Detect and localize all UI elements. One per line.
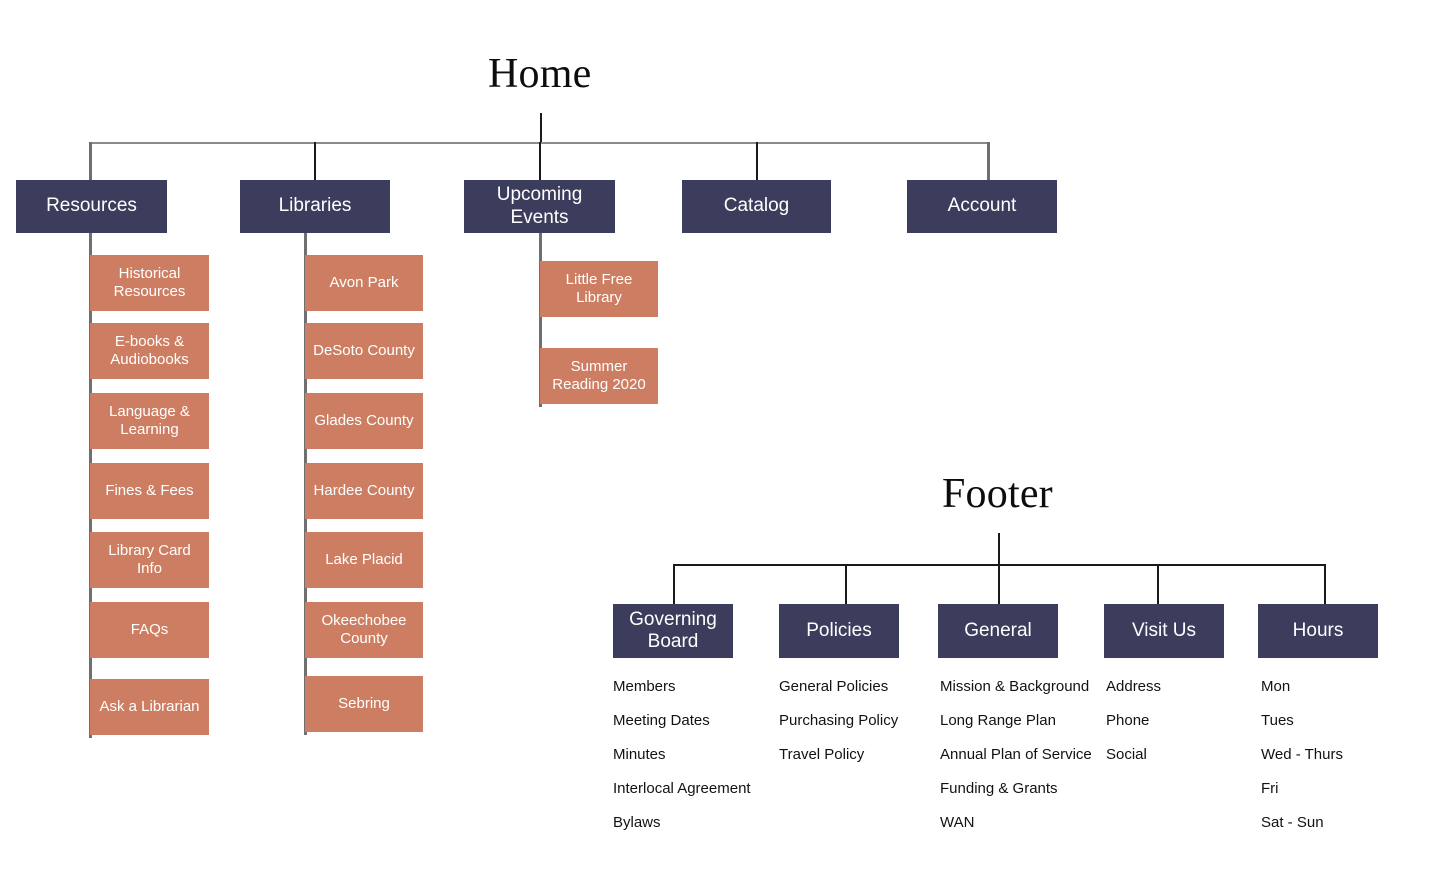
footer-node-policies[interactable]: Policies — [779, 604, 899, 658]
footer-drop-line-governing-board — [673, 564, 675, 605]
footer-link-sat-sun[interactable]: Sat - Sun — [1261, 814, 1324, 831]
footer-node-visit-us[interactable]: Visit Us — [1104, 604, 1224, 658]
footer-drop-line-general — [998, 564, 1000, 605]
footer-link-travel-policy[interactable]: Travel Policy — [779, 746, 865, 763]
node-resources[interactable]: Resources — [16, 180, 167, 233]
node-libraries[interactable]: Libraries — [240, 180, 390, 233]
footer-drop-line-policies — [845, 564, 847, 605]
footer-node-general[interactable]: General — [938, 604, 1058, 658]
node-account[interactable]: Account — [907, 180, 1057, 233]
footer-trunk-line — [998, 533, 1000, 565]
drop-line-resources — [89, 142, 92, 180]
footer-link-funding-grants[interactable]: Funding & Grants — [940, 780, 1058, 797]
drop-line-upcoming-events — [539, 142, 541, 180]
footer-drop-line-visit-us — [1157, 564, 1159, 605]
node-lake-placid[interactable]: Lake Placid — [305, 532, 423, 588]
node-upcoming-events[interactable]: Upcoming Events — [464, 180, 615, 233]
drop-line-libraries — [314, 142, 316, 180]
footer-link-meeting-dates[interactable]: Meeting Dates — [613, 712, 710, 729]
footer-link-phone[interactable]: Phone — [1106, 712, 1150, 729]
footer-link-bylaws[interactable]: Bylaws — [613, 814, 661, 831]
drop-line-account — [987, 142, 990, 180]
footer-link-long-range-plan[interactable]: Long Range Plan — [940, 712, 1056, 729]
footer-link-tues[interactable]: Tues — [1261, 712, 1294, 729]
column-spine-upcoming-events — [539, 233, 542, 407]
footer-drop-line-hours — [1324, 564, 1326, 605]
node-fines-fees[interactable]: Fines & Fees — [90, 463, 209, 519]
footer-link-wan[interactable]: WAN — [940, 814, 975, 831]
footer-node-hours[interactable]: Hours — [1258, 604, 1378, 658]
footer-link-annual-plan-of-service[interactable]: Annual Plan of Service — [940, 746, 1092, 763]
node-okeechobee-county[interactable]: Okeechobee County — [305, 602, 423, 658]
home-title: Home — [488, 51, 592, 97]
node-little-free-library[interactable]: Little Free Library — [540, 261, 658, 317]
node-ask-a-librarian[interactable]: Ask a Librarian — [90, 679, 209, 735]
footer-link-fri[interactable]: Fri — [1261, 780, 1279, 797]
node-faqs[interactable]: FAQs — [90, 602, 209, 658]
footer-link-wed-thurs[interactable]: Wed - Thurs — [1261, 746, 1343, 763]
node-language-learning[interactable]: Language & Learning — [90, 393, 209, 449]
node-desoto-county[interactable]: DeSoto County — [305, 323, 423, 379]
footer-node-governing-board[interactable]: Governing Board — [613, 604, 733, 658]
node-glades-county[interactable]: Glades County — [305, 393, 423, 449]
footer-link-members[interactable]: Members — [613, 678, 676, 695]
footer-link-minutes[interactable]: Minutes — [613, 746, 666, 763]
drop-line-catalog — [756, 142, 758, 180]
node-sebring[interactable]: Sebring — [305, 676, 423, 732]
node-ebooks-audiobooks[interactable]: E-books & Audiobooks — [90, 323, 209, 379]
node-hardee-county[interactable]: Hardee County — [305, 463, 423, 519]
node-avon-park[interactable]: Avon Park — [305, 255, 423, 311]
footer-link-general-policies[interactable]: General Policies — [779, 678, 889, 695]
footer-link-interlocal-agreement[interactable]: Interlocal Agreement — [613, 780, 751, 797]
node-summer-reading-2020[interactable]: Summer Reading 2020 — [540, 348, 658, 404]
footer-link-mon[interactable]: Mon — [1261, 678, 1291, 695]
footer-link-purchasing-policy[interactable]: Purchasing Policy — [779, 712, 899, 729]
node-catalog[interactable]: Catalog — [682, 180, 831, 233]
node-library-card-info[interactable]: Library Card Info — [90, 532, 209, 588]
footer-link-address[interactable]: Address — [1106, 678, 1162, 695]
footer-link-mission-background[interactable]: Mission & Background — [940, 678, 1090, 695]
home-trunk-line — [540, 113, 542, 143]
footer-link-social[interactable]: Social — [1106, 746, 1147, 763]
node-historical-resources[interactable]: Historical Resources — [90, 255, 209, 311]
footer-title: Footer — [942, 471, 1053, 517]
